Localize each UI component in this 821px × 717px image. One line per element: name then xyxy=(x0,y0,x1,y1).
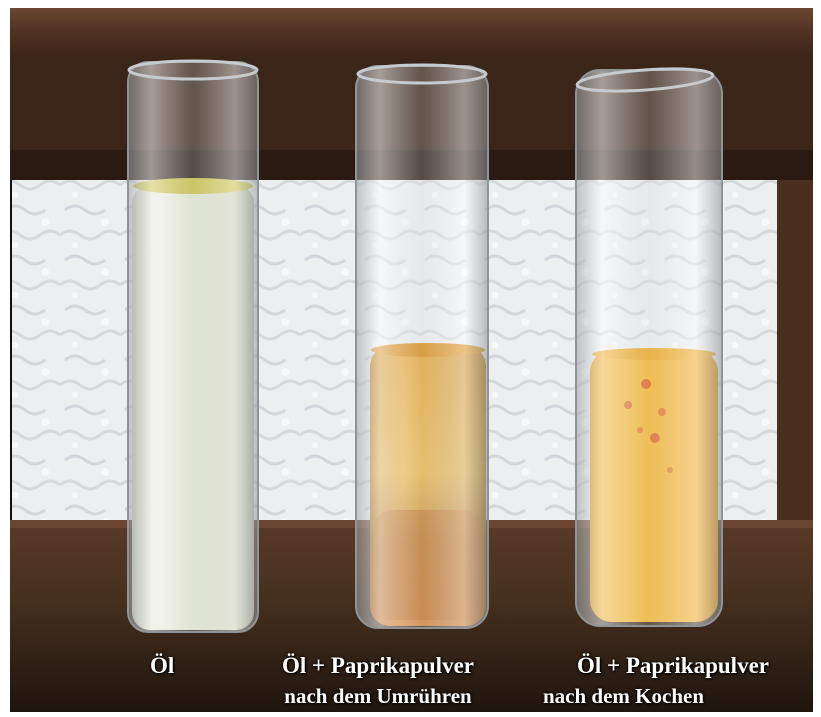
tube-boiled xyxy=(575,67,723,627)
caption-boiled-title: Öl + Paprikapulver xyxy=(576,653,769,678)
tube-oil xyxy=(127,59,259,633)
caption-stirred-title: Öl + Paprikapulver xyxy=(281,653,474,678)
caption-boiled-subtitle: nach dem Kochen xyxy=(543,684,705,708)
tube-stirred xyxy=(355,63,489,629)
caption-stirred-subtitle: nach dem Umrühren xyxy=(284,684,472,708)
caption-oil: Öl xyxy=(150,653,175,678)
